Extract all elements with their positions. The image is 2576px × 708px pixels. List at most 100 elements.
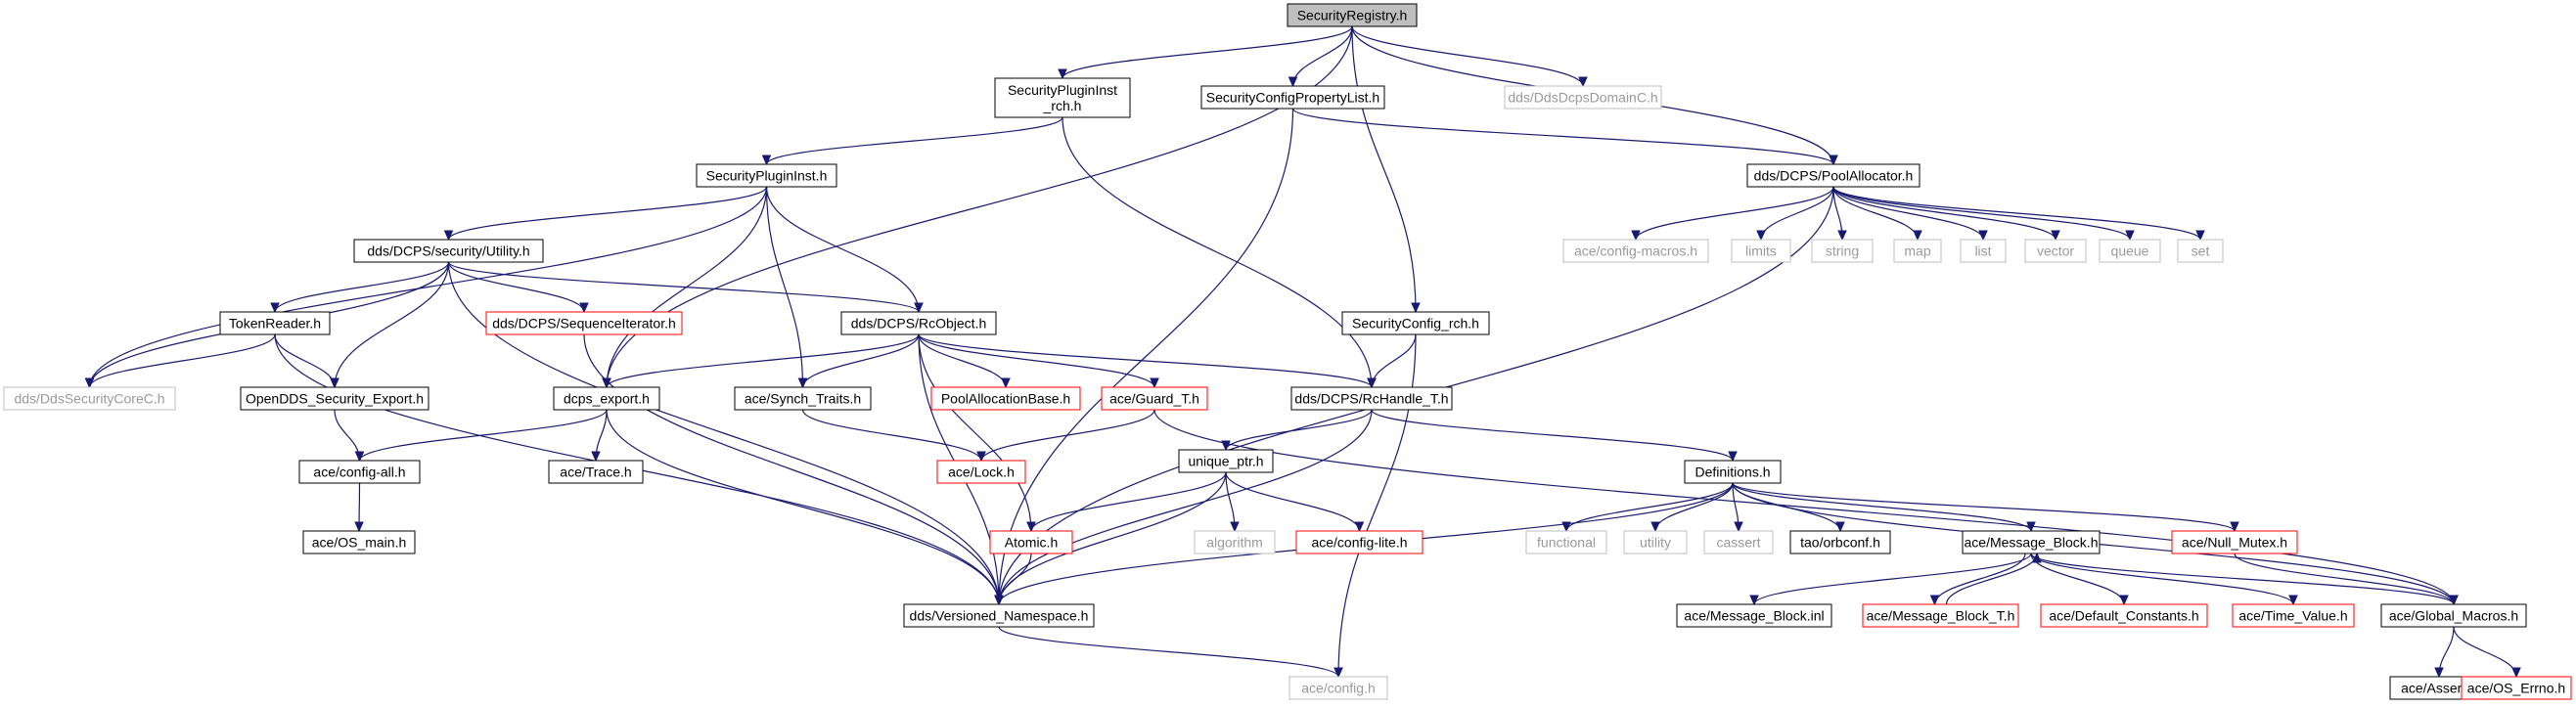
node-box bbox=[1676, 603, 1832, 628]
node-unique-ptr[interactable]: unique_ptr.h bbox=[1178, 449, 1274, 473]
node-sequence-iterator[interactable]: dds/DCPS/SequenceIterator.h bbox=[485, 311, 683, 335]
arrowhead-rc_object-to-pool_allocation_base bbox=[1001, 377, 1011, 389]
node-pool-allocator[interactable]: dds/DCPS/PoolAllocator.h bbox=[1746, 163, 1921, 188]
node-label: SecurityPluginInst bbox=[1008, 82, 1117, 98]
node-rc-handle-t[interactable]: dds/DCPS/RcHandle_T.h bbox=[1290, 386, 1453, 411]
arrowhead-rc_object-to-dcps_export bbox=[602, 377, 611, 389]
node-box bbox=[1893, 239, 1942, 263]
node-ace-null-mutex[interactable]: ace/Null_Mutex.h bbox=[2171, 530, 2298, 554]
node-ace-message-block-t[interactable]: ace/Message_Block_T.h bbox=[1862, 603, 2019, 628]
node-security-registry[interactable]: SecurityRegistry.h bbox=[1287, 3, 1418, 27]
node-ace-config-all[interactable]: ace/config-all.h bbox=[298, 460, 421, 484]
node-ace-config-macros[interactable]: ace/config-macros.h bbox=[1562, 239, 1709, 263]
node-label: SecurityPluginInst.h bbox=[706, 168, 828, 184]
node-ace-config-lite[interactable]: ace/config-lite.h bbox=[1295, 530, 1424, 554]
node-map[interactable]: map bbox=[1893, 239, 1942, 263]
edge-token_reader-to-dds_security_core_c bbox=[88, 333, 276, 388]
node-label: cassert bbox=[1716, 535, 1760, 551]
edge-sequence_iterator-to-versioned_namespace bbox=[583, 333, 1000, 605]
edge-guard_t-to-ace_global_macros bbox=[1153, 409, 2455, 605]
edge-rc_object-to-guard_t bbox=[918, 333, 1155, 388]
node-cassert[interactable]: cassert bbox=[1703, 530, 1774, 554]
node-set[interactable]: set bbox=[2177, 239, 2224, 263]
node-dds-security-core-c[interactable]: dds/DdsSecurityCoreC.h bbox=[3, 386, 176, 411]
node-rc-object[interactable]: dds/DCPS/RcObject.h bbox=[840, 311, 997, 335]
node-label: functional bbox=[1537, 535, 1596, 551]
edge-unique_ptr-to-atomic bbox=[1030, 471, 1227, 532]
node-label: unique_ptr.h bbox=[1188, 454, 1263, 469]
node-limits[interactable]: limits bbox=[1731, 239, 1791, 263]
edge-security_config_property_list-to-versioned_namespace bbox=[998, 108, 1294, 605]
node-box bbox=[994, 77, 1131, 118]
edge-rc_handle_t-to-unique_ptr bbox=[1225, 409, 1373, 451]
node-dcps-export[interactable]: dcps_export.h bbox=[553, 386, 660, 411]
node-ace-config[interactable]: ace/config.h bbox=[1288, 676, 1388, 700]
node-label: dds/DCPS/RcObject.h bbox=[851, 316, 987, 332]
edge-ace_message_block-to-ace_message_block_inl bbox=[1753, 553, 2032, 605]
node-definitions[interactable]: Definitions.h bbox=[1684, 460, 1782, 484]
node-ace-trace[interactable]: ace/Trace.h bbox=[548, 460, 644, 484]
node-box bbox=[302, 530, 416, 554]
arrowhead-token_reader-to-dds_security_core_c bbox=[84, 377, 95, 389]
node-atomic[interactable]: Atomic.h bbox=[989, 530, 1073, 554]
edge-security_plugin_inst-to-rc_object bbox=[765, 186, 920, 313]
node-security-utility[interactable]: dds/DCPS/security/Utility.h bbox=[353, 239, 544, 263]
node-ace-message-block[interactable]: ace/Message_Block.h bbox=[1962, 530, 2101, 554]
node-box bbox=[1684, 460, 1782, 484]
node-security-plugin-inst[interactable]: SecurityPluginInst.h bbox=[696, 163, 837, 188]
node-vector[interactable]: vector bbox=[2024, 239, 2087, 263]
node-queue[interactable]: queue bbox=[2099, 239, 2161, 263]
node-ace-time-value[interactable]: ace/Time_Value.h bbox=[2232, 603, 2355, 628]
arrowhead-security_registry-to-dds_dcps_domain_c bbox=[1578, 76, 1588, 88]
edge-definitions-to-ace_null_mutex bbox=[1732, 482, 2236, 532]
node-label: _rch.h bbox=[1043, 98, 1082, 113]
node-synch-traits[interactable]: ace/Synch_Traits.h bbox=[734, 386, 872, 411]
node-security-plugin-inst-rch[interactable]: SecurityPluginInst_rch.h bbox=[994, 77, 1131, 118]
arrowhead-unique_ptr-to-atomic bbox=[1026, 521, 1036, 533]
arrowhead-ace_message_block-to-ace_default_constants bbox=[2119, 595, 2129, 606]
arrowhead-security_config_rch-to-rc_handle_t bbox=[1367, 377, 1377, 389]
arrowhead-pool_allocator-to-set bbox=[2195, 230, 2205, 242]
node-ace-lock[interactable]: ace/Lock.h bbox=[936, 460, 1026, 484]
node-ace-os-errno[interactable]: ace/OS_Errno.h bbox=[2461, 676, 2572, 700]
node-string[interactable]: string bbox=[1811, 239, 1874, 263]
edge-layer bbox=[84, 25, 2521, 679]
node-dds-dcps-domain-c[interactable]: dds/DdsDcpsDomainC.h bbox=[1504, 85, 1662, 110]
node-utility[interactable]: utility bbox=[1623, 530, 1688, 554]
node-box bbox=[1789, 530, 1891, 554]
node-box bbox=[1295, 530, 1424, 554]
node-opendds-security-export[interactable]: OpenDDS_Security_Export.h bbox=[240, 386, 429, 411]
node-label: SecurityConfigPropertyList.h bbox=[1206, 90, 1379, 106]
arrowhead-guard_t-to-ace_lock bbox=[976, 451, 986, 463]
node-box bbox=[2232, 603, 2355, 628]
node-ace-default-constants[interactable]: ace/Default_Constants.h bbox=[2040, 603, 2208, 628]
node-box bbox=[240, 386, 429, 411]
node-ace-os-main[interactable]: ace/OS_main.h bbox=[302, 530, 416, 554]
node-box bbox=[1960, 239, 2007, 263]
edge-guard_t-to-ace_lock bbox=[980, 409, 1155, 462]
arrowhead-security_utility-to-token_reader bbox=[270, 302, 280, 314]
node-security-config-rch[interactable]: SecurityConfig_rch.h bbox=[1341, 311, 1490, 335]
node-list[interactable]: list bbox=[1960, 239, 2007, 263]
node-ace-global-macros[interactable]: ace/Global_Macros.h bbox=[2380, 603, 2527, 628]
node-security-config-property-list[interactable]: SecurityConfigPropertyList.h bbox=[1200, 85, 1385, 110]
edge-security_plugin_inst_rch-to-security_plugin_inst bbox=[765, 116, 1063, 165]
node-token-reader[interactable]: TokenReader.h bbox=[219, 311, 331, 335]
edge-pool_allocator-to-limits bbox=[1760, 186, 1834, 241]
node-pool-allocation-base[interactable]: PoolAllocationBase.h bbox=[930, 386, 1081, 411]
node-ace-message-block-inl[interactable]: ace/Message_Block.inl bbox=[1676, 603, 1832, 628]
node-label: list bbox=[1974, 243, 1991, 259]
node-box bbox=[219, 311, 331, 335]
node-guard-t[interactable]: ace/Guard_T.h bbox=[1101, 386, 1208, 411]
node-tao-orbconf[interactable]: tao/orbconf.h bbox=[1789, 530, 1891, 554]
node-label: dds/DCPS/PoolAllocator.h bbox=[1754, 168, 1914, 184]
node-label: ace/Global_Macros.h bbox=[2389, 608, 2518, 624]
node-versioned-namespace[interactable]: dds/Versioned_Namespace.h bbox=[903, 603, 1095, 628]
arrowhead-security_registry-to-security_config_rch bbox=[1411, 302, 1421, 314]
node-box bbox=[298, 460, 421, 484]
node-algorithm[interactable]: algorithm bbox=[1194, 530, 1276, 554]
node-functional[interactable]: functional bbox=[1525, 530, 1607, 554]
node-label: dds/DdsSecurityCoreC.h bbox=[14, 391, 164, 407]
arrowhead-definitions-to-cassert bbox=[1734, 521, 1743, 533]
